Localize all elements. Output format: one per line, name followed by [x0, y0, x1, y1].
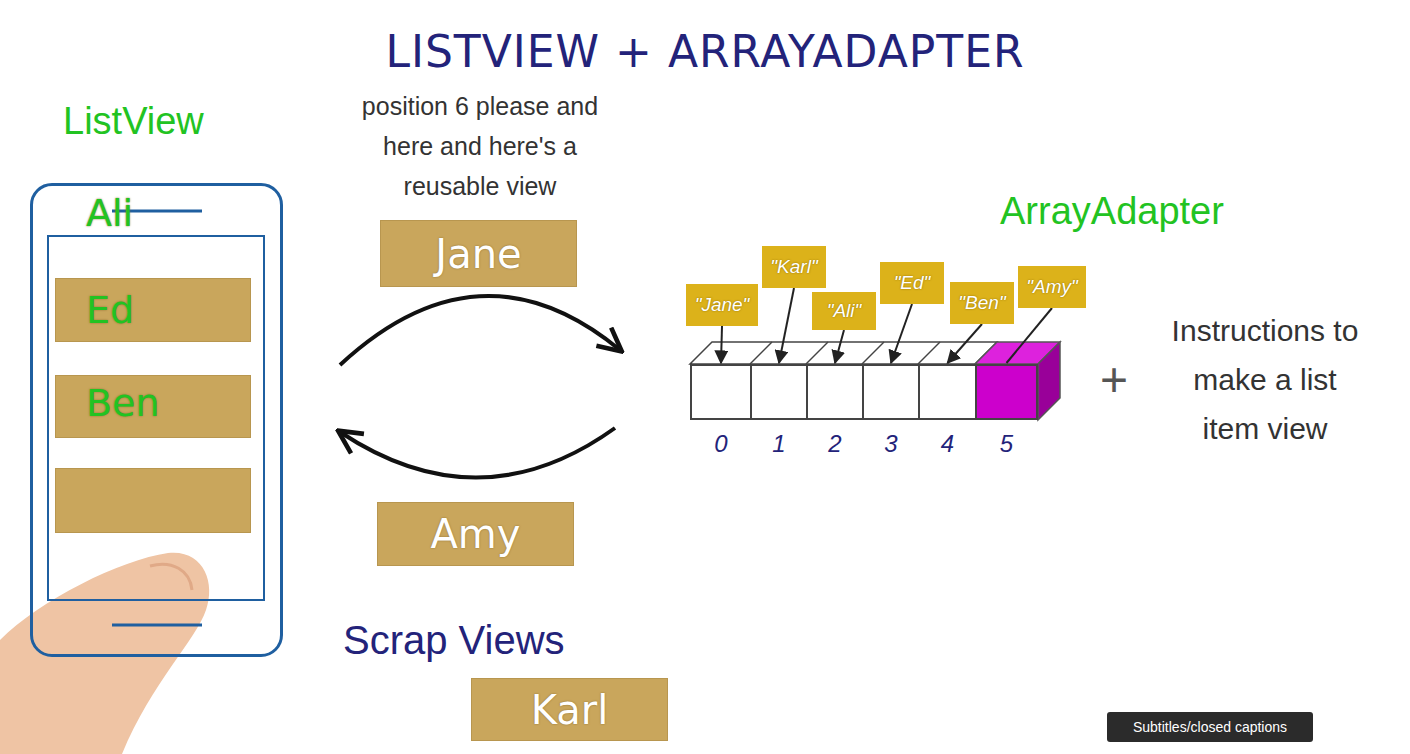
list-item-view: Karl: [471, 678, 668, 741]
pointer-arrow: [835, 330, 844, 363]
item-name: "Jane": [695, 295, 750, 316]
pointer-arrow: [721, 326, 722, 363]
array-value-tag: "Karl": [762, 246, 826, 288]
pointer-arrow: [891, 304, 912, 363]
finger-nail: [150, 564, 192, 590]
array-cell: 3: [862, 364, 920, 420]
index-number: 5: [977, 430, 1036, 458]
index-number: 2: [808, 430, 862, 458]
phone-listview: ListViewAliEdBen: [30, 183, 283, 657]
index-number: 1: [752, 430, 806, 458]
array-value-tag: "Ali": [812, 292, 876, 330]
array-value-tag: "Jane": [686, 284, 758, 326]
array-value-tag: "Ben": [950, 282, 1014, 324]
item-name: "Ali": [827, 301, 862, 322]
item-name: "Ed": [894, 273, 931, 294]
array-value-tag: "Amy": [1018, 266, 1086, 308]
item-name: Amy: [431, 512, 521, 556]
diagram-title: LISTVIEW + ARRAYADAPTER: [0, 26, 1410, 77]
pointer-arrow: [948, 324, 983, 363]
component-name: ListView: [63, 100, 204, 143]
array-cell: 1: [750, 364, 808, 420]
item-name: Jane: [435, 232, 521, 276]
plus-sign: +: [1100, 352, 1128, 407]
list-item-view: Ali: [55, 278, 251, 342]
speech-note: position 6 please and here and here's a …: [350, 86, 610, 206]
index-number: 4: [920, 430, 975, 458]
captions-button: Subtitles/closed captions: [1107, 712, 1313, 742]
phone-button: [112, 624, 202, 627]
list-item-view: Ben: [55, 468, 251, 533]
item-name: Ben: [86, 383, 160, 425]
item-name: Karl: [531, 688, 609, 732]
section-name: Scrap Views: [343, 618, 565, 663]
array-cell: 4: [918, 364, 977, 420]
component-name: ArrayAdapter: [1000, 190, 1224, 233]
item-name: "Amy": [1026, 277, 1078, 298]
list-item-view: Amy: [377, 502, 574, 566]
index-number: 0: [692, 430, 750, 458]
array-cell: 5: [975, 364, 1038, 420]
array-value-tag: "Ed": [880, 262, 944, 304]
return-arrow: [340, 428, 615, 478]
item-name: Ed: [86, 290, 134, 332]
phone-screen: [48, 236, 264, 600]
instructions-note: Instructions to make a list item view: [1165, 306, 1365, 453]
list-item-view: Jane: [380, 220, 577, 287]
cube-side-face: [1038, 342, 1060, 420]
index-number: 3: [864, 430, 918, 458]
array-cell: 2: [806, 364, 864, 420]
array-top-face: [690, 342, 997, 364]
request-arrow: [340, 296, 620, 365]
pointer-arrow: [779, 288, 794, 363]
array-cell: 0: [690, 364, 752, 420]
item-name: "Karl": [770, 257, 817, 278]
item-name: "Ben": [958, 293, 1005, 314]
item-name: Ali: [86, 193, 133, 235]
